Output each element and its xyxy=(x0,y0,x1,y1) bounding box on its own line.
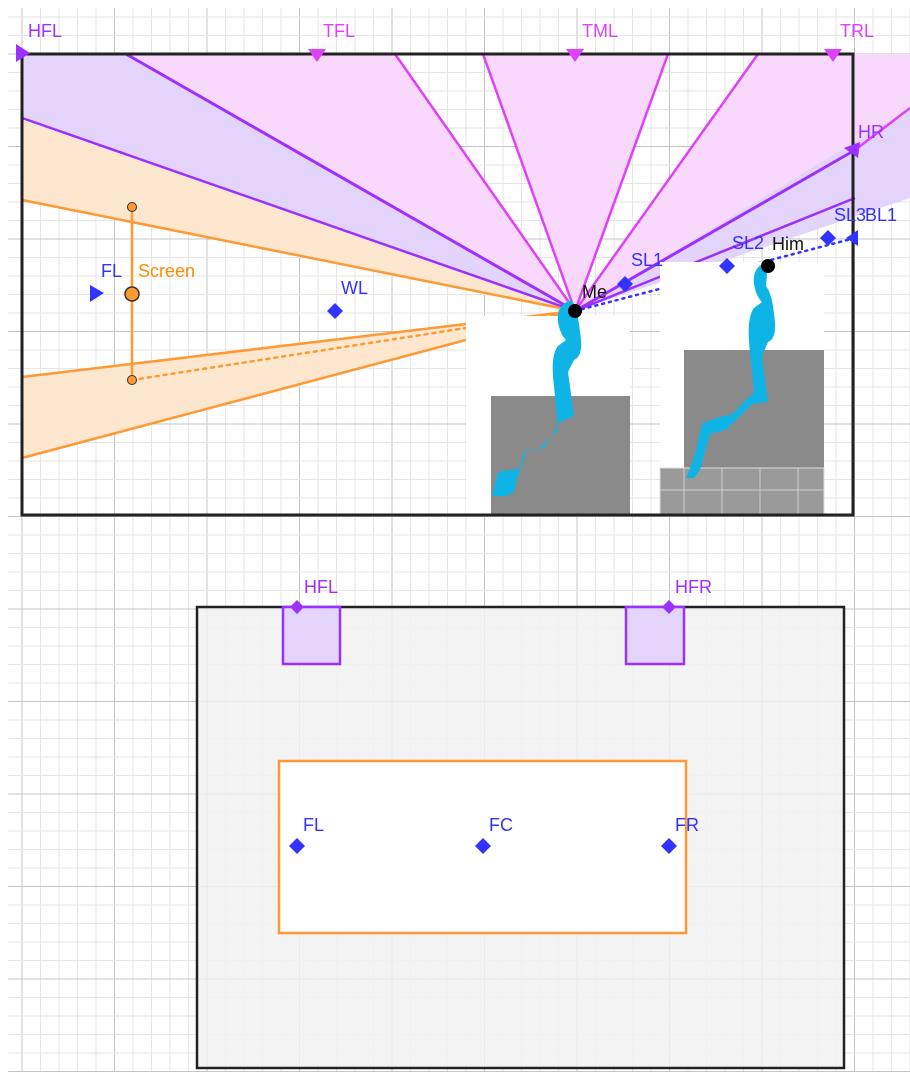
fc-top-marker[interactable] xyxy=(475,838,491,854)
riser-grid xyxy=(660,468,824,515)
sl3-marker[interactable] xyxy=(820,230,836,246)
seat-row-rear xyxy=(659,262,825,516)
hfl-top-marker[interactable] xyxy=(290,600,304,614)
screen-label: Screen xyxy=(138,261,195,281)
trl-marker[interactable] xyxy=(824,49,842,62)
side-view: HFL TFL TML TRL HR SL3 BL1 SL2 SL1 WL FL… xyxy=(16,21,910,517)
fl-side-label: FL xyxy=(101,261,122,281)
side-view-frame xyxy=(20,52,855,517)
trl-label: TRL xyxy=(840,21,874,41)
fc-top-label: FC xyxy=(489,815,513,835)
tfl-label: TFL xyxy=(323,21,355,41)
me-label: Me xyxy=(582,282,607,302)
top-speaker-lines xyxy=(393,53,910,312)
height-speaker-lines xyxy=(21,52,856,313)
screen-center-point[interactable] xyxy=(124,286,140,302)
bl1-marker[interactable] xyxy=(846,230,858,246)
sl1-marker[interactable] xyxy=(617,276,633,292)
seat-row-front xyxy=(466,300,630,515)
hr-label: HR xyxy=(858,122,884,142)
fr-top-marker[interactable] xyxy=(661,838,677,854)
screen-top-point[interactable] xyxy=(127,202,137,212)
tfl-marker[interactable] xyxy=(308,49,326,62)
him-point[interactable] xyxy=(761,259,775,273)
hfr-top-label: HFR xyxy=(675,577,712,597)
hr-marker[interactable] xyxy=(844,142,860,158)
top-view: HFL HFR FL FC FR xyxy=(195,577,846,1070)
sl2-label: SL2 xyxy=(732,233,764,253)
listener-sightline xyxy=(573,236,857,313)
tml-label: TML xyxy=(582,21,618,41)
fl-top-marker[interactable] xyxy=(289,838,305,854)
hfl-marker[interactable] xyxy=(16,44,30,62)
screen-bottom-point[interactable] xyxy=(127,375,137,385)
fr-top-label: FR xyxy=(675,815,699,835)
top-rear-wedge xyxy=(575,54,910,311)
sl1-label: SL1 xyxy=(631,250,663,270)
sl2-marker[interactable] xyxy=(719,258,735,274)
hfl-top-label: HFL xyxy=(304,577,338,597)
person-me xyxy=(492,300,582,496)
me-point[interactable] xyxy=(568,304,582,318)
top-middle-wedge xyxy=(483,54,668,311)
fl-side-marker[interactable] xyxy=(90,285,104,302)
height-front-wedge xyxy=(22,54,575,311)
bl1-label: BL1 xyxy=(865,205,897,225)
fl-top-label: FL xyxy=(303,815,324,835)
him-label: Him xyxy=(772,234,804,254)
sl3-label: SL3 xyxy=(834,205,866,225)
hfr-top-marker[interactable] xyxy=(662,600,676,614)
tml-marker[interactable] xyxy=(566,49,584,62)
hfr-top-box xyxy=(624,605,686,666)
wl-marker[interactable] xyxy=(327,303,343,319)
person-him xyxy=(686,262,776,478)
hfl-label: HFL xyxy=(28,21,62,41)
hfl-top-box xyxy=(281,605,342,666)
wl-label: WL xyxy=(341,278,368,298)
